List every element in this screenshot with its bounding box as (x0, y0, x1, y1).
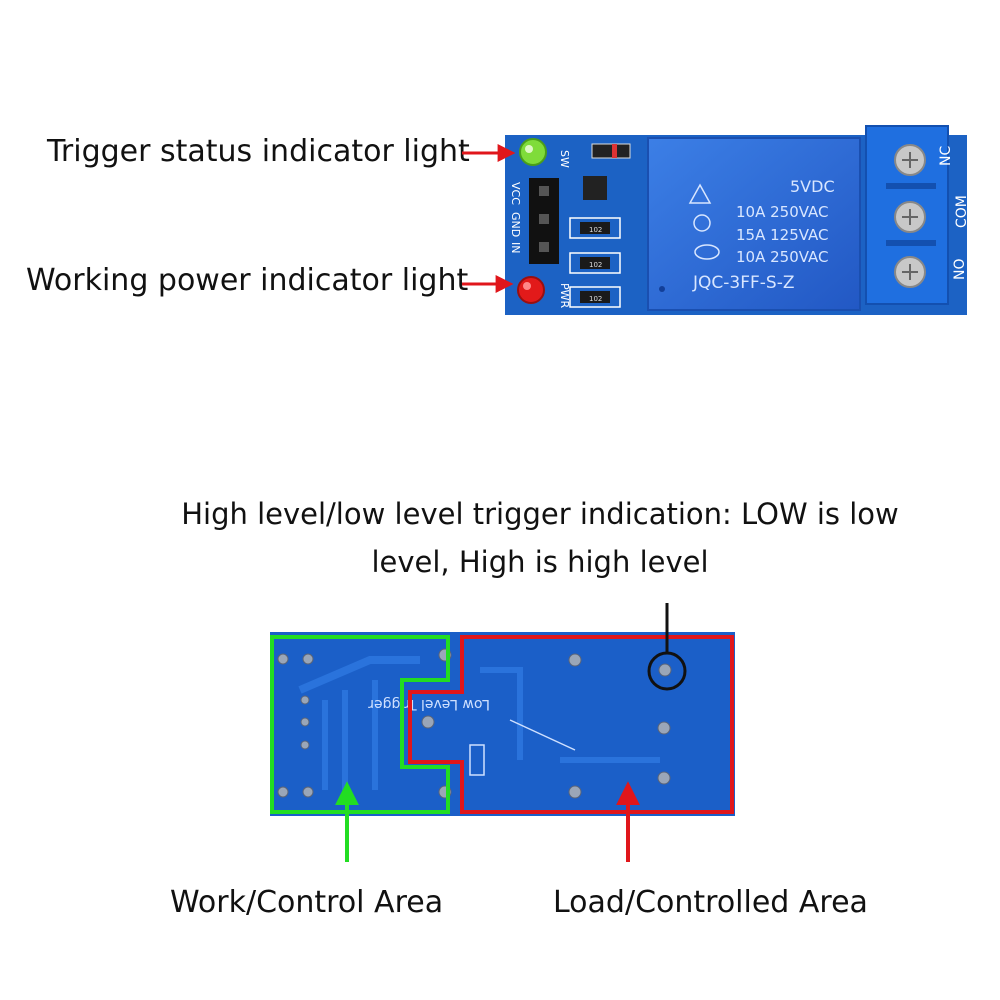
resistor-1: 102 (569, 217, 621, 239)
warning-icon (688, 183, 712, 204)
cqc-icon (694, 244, 720, 260)
load-area-outline (408, 635, 734, 814)
working-power-label: Working power indicator light (26, 263, 469, 298)
load-controlled-area-label: Load/Controlled Area (553, 885, 868, 920)
resistor-label: 102 (589, 261, 602, 269)
trigger-jumper-highlight (647, 651, 687, 691)
resistor-label: 102 (589, 295, 602, 303)
terminal-label-com: COM (954, 195, 970, 228)
sw-label: SW (558, 150, 571, 168)
trigger-indication-line2: level, High is high level (371, 545, 709, 579)
green-led (519, 138, 547, 166)
pin-header (529, 178, 559, 264)
relay-model: JQC-3FF-S-Z (692, 273, 794, 293)
pin-label-vcc: VCC (509, 182, 522, 205)
pwr-label: PWR (558, 283, 571, 309)
resistor-3: 102 (569, 286, 621, 308)
diode (591, 143, 631, 159)
relay-text-1: 5VDC (790, 177, 835, 196)
relay-body: 5VDC 10A 250VAC 15A 125VAC 10A 250VAC JQ… (647, 137, 861, 311)
relay-text-3: 15A 125VAC (736, 226, 829, 244)
solder-pads-load (421, 653, 672, 799)
resistor-2: 102 (569, 252, 621, 274)
trigger-indication-line1: High level/low level trigger indication:… (181, 497, 899, 531)
terminal-label-nc: NC (938, 146, 954, 166)
trigger-indication-label: High level/low level trigger indication:… (170, 490, 910, 586)
coil-symbol (469, 744, 485, 776)
control-area-outline (270, 635, 450, 814)
pin-label-in: IN (509, 242, 522, 253)
switch-symbol (509, 719, 576, 751)
ul-icon (693, 214, 711, 232)
resistor-label: 102 (589, 226, 602, 234)
relay-text-2: 10A 250VAC (736, 203, 829, 221)
relay-module-back: Low Level Trigger (270, 632, 735, 816)
relay-module-front: VCC GND IN SW PWR 102 102 102 (505, 125, 970, 315)
screw-terminal (865, 125, 949, 305)
terminal-label-no: NO (952, 259, 968, 281)
relay-text-4: 10A 250VAC (736, 248, 829, 266)
red-led (517, 276, 545, 304)
pin-label-gnd: GND (509, 212, 522, 237)
trigger-status-label: Trigger status indicator light (47, 134, 470, 169)
back-silkscreen: Low Level Trigger (368, 696, 490, 712)
work-control-area-label: Work/Control Area (170, 885, 444, 920)
transistor (583, 176, 607, 200)
